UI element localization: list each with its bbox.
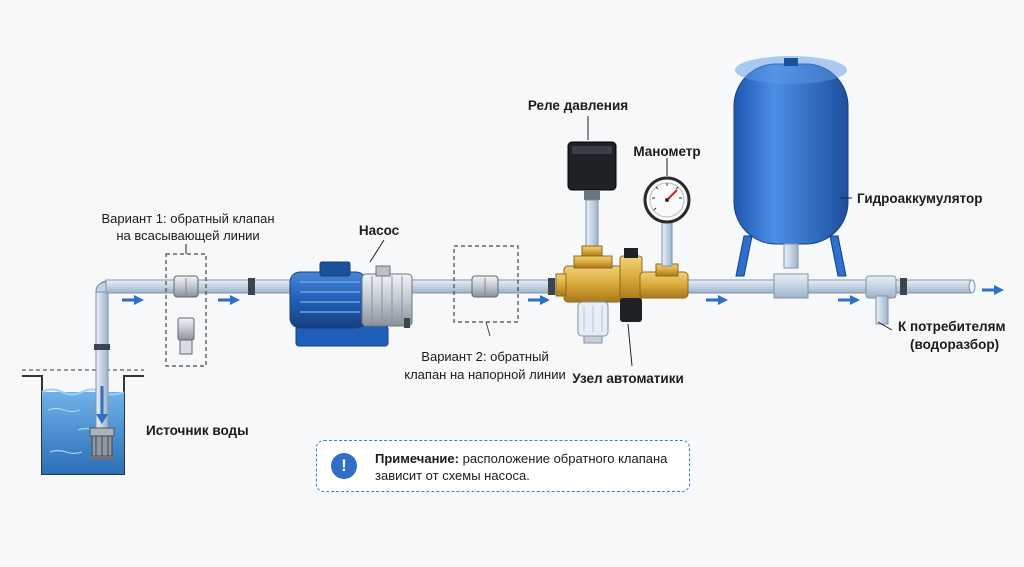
water-source-label: Источник воды [146, 423, 249, 438]
main-pipe [105, 278, 976, 295]
consumers-label-line1: К потребителям [898, 319, 1006, 334]
flow-arrow-icon [838, 295, 860, 305]
accumulator-tank [733, 56, 849, 299]
pump-label: Насос [358, 223, 400, 238]
note-text-rest: расположение обратного клапана [458, 451, 668, 466]
variant1-label-line2: на всасывающей линии [116, 228, 260, 243]
exclamation-icon: ! [331, 453, 357, 479]
flow-arrow-icon [982, 285, 1004, 295]
variant2-label-line1: Вариант 2: обратный [421, 349, 549, 364]
consumers-label-line2: (водоразбор) [910, 337, 1000, 352]
variant1-label-line1: Вариант 1: обратный клапан [101, 211, 275, 226]
note-box: ! Примечание: расположение обратного кла… [316, 440, 690, 492]
accumulator-label: Гидроаккумулятор [857, 191, 983, 206]
pressure-switch-label: Реле давления [527, 98, 629, 113]
automation-unit [555, 141, 691, 344]
leader-lines [185, 116, 893, 367]
pump [289, 261, 413, 347]
flow-arrow-icon [528, 295, 550, 305]
water-source-well [22, 369, 144, 475]
flow-arrows [122, 285, 1004, 305]
note-text: Примечание: расположение обратного клапа… [375, 450, 675, 484]
flow-arrow-icon [218, 295, 240, 305]
note-text-line2: зависит от схемы насоса. [375, 468, 530, 483]
flow-arrow-icon [706, 295, 728, 305]
consumer-tee [865, 275, 897, 325]
variant1-check-valve [165, 253, 207, 367]
suction-pipe [89, 279, 115, 460]
flow-arrow-icon [122, 295, 144, 305]
variant2-label-line2: клапан на напорной линии [404, 367, 566, 382]
automation-unit-label: Узел автоматики [572, 371, 684, 386]
variant2-check-valve [453, 245, 519, 337]
gauge-label: Манометр [633, 144, 701, 159]
note-title: Примечание: [375, 451, 459, 466]
